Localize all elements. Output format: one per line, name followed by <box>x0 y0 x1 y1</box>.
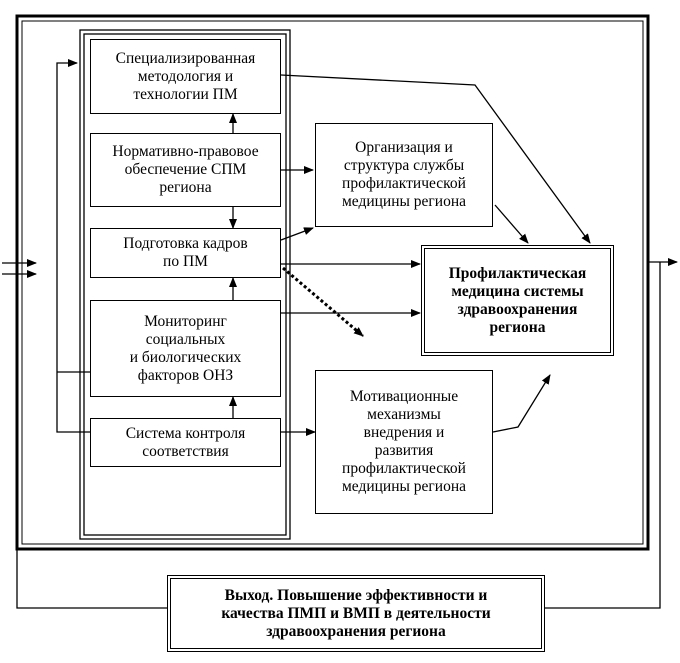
block-preventive-medicine-central-text: Профилактическая медицина системы здраво… <box>448 264 587 336</box>
block-monitoring: Мониторинг социальных и биологических фа… <box>90 300 281 397</box>
outer-frame-inner <box>21 20 644 545</box>
left-column-frame <box>79 29 291 540</box>
block-output: Выход. Повышение эффективности и качеств… <box>167 575 545 652</box>
block-output-text: Выход. Повышение эффективности и качеств… <box>221 586 491 640</box>
block-staff-training-text: Подготовка кадров по ПМ <box>123 235 248 270</box>
block-motivation-mechanisms: Мотивационные механизмы внедрения и разв… <box>315 370 493 514</box>
arrow-training-org <box>280 227 314 241</box>
block-motivation-mechanisms-text: Мотивационные механизмы внедрения и разв… <box>341 388 467 495</box>
block-normative-legal: Нормативно-правовое обеспечение СПМ реги… <box>90 133 281 207</box>
left-column-frame-inner <box>83 33 287 536</box>
block-specialized-methodology: Специализированная методология и техноло… <box>90 39 281 114</box>
block-organization-structure-text: Организация и структура службы профилакт… <box>341 139 467 210</box>
block-preventive-medicine-central: Профилактическая медицина системы здраво… <box>421 245 614 356</box>
block-specialized-methodology-text: Специализированная методология и техноло… <box>115 49 256 103</box>
arrow-motivation-central <box>492 374 551 433</box>
block-compliance-control: Система контроля соответствия <box>90 418 281 467</box>
arrow-method-central <box>280 74 591 244</box>
arrow-training-dotted <box>282 266 364 338</box>
left-loop <box>56 59 90 433</box>
block-monitoring-text: Мониторинг социальных и биологических фа… <box>129 312 242 384</box>
block-staff-training: Подготовка кадров по ПМ <box>90 228 281 278</box>
block-organization-structure: Организация и структура службы профилакт… <box>315 123 493 227</box>
block-compliance-control-text: Система контроля соответствия <box>125 424 246 460</box>
block-normative-legal-text: Нормативно-правовое обеспечение СПМ реги… <box>112 143 259 196</box>
arrow-org-central <box>494 204 529 244</box>
